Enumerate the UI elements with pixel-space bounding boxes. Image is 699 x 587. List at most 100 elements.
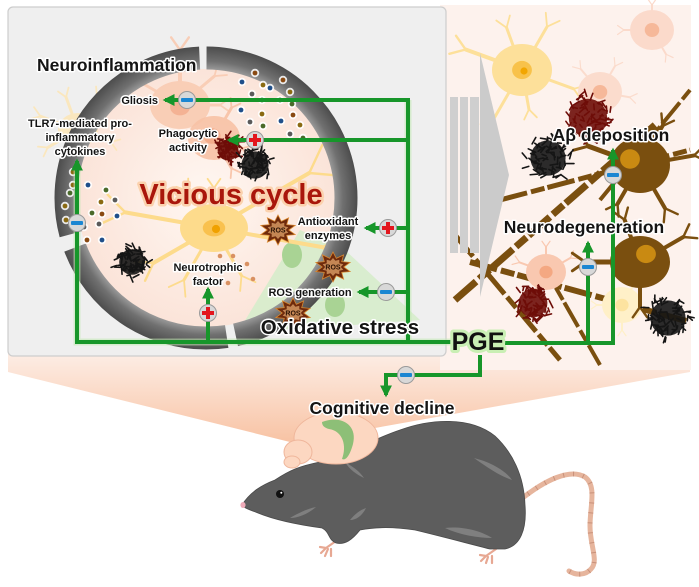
abeta-aggregate-black-fiber (267, 159, 271, 165)
abeta-aggregate-black-fiber (652, 312, 659, 319)
cell-body (610, 236, 670, 288)
abeta-aggregate-black-fiber (138, 266, 144, 274)
abeta-aggregate-red-fiber (235, 146, 240, 155)
abeta-aggregate-red-fiber (548, 299, 554, 309)
abeta-aggregate-black-fiber (261, 164, 268, 172)
abeta-aggregate-black-fiber (652, 299, 661, 305)
cell-nucleus (592, 85, 608, 99)
dendrite-branch (572, 66, 582, 70)
abeta-aggregate-red-fiber (594, 133, 599, 137)
abeta-aggregate-black-fiber (662, 317, 667, 326)
dendrite-branch (167, 279, 185, 288)
dendrite-branch (28, 115, 42, 121)
abeta-aggregate-red-fiber (583, 135, 589, 143)
cytokine-particle (260, 82, 266, 88)
abeta-aggregate-red-fiber (540, 312, 546, 317)
minus-badge-icon (68, 214, 86, 232)
astrocyte-nucleus (282, 242, 302, 268)
abeta-aggregate-red-fiber (605, 105, 608, 114)
abeta-aggregate-black-fiber (235, 151, 243, 159)
abeta-aggregate-red-fiber (592, 139, 598, 144)
ros-star-icon: ROS (259, 214, 297, 246)
dendrite-branch (528, 108, 538, 119)
dendrite-branch (590, 304, 598, 310)
abeta-aggregate-black-fiber (256, 169, 262, 173)
ros-label: ROS (270, 228, 286, 235)
dendrite-branch (213, 74, 228, 77)
abeta-aggregate-red-fiber (514, 298, 521, 304)
dendrite-branch (206, 177, 215, 189)
dendrite-branch (213, 177, 222, 189)
abeta-aggregate-black-fiber (521, 165, 530, 170)
dendrite-branch (109, 141, 118, 151)
effect-badges (68, 91, 622, 384)
dendrite-branch (541, 240, 547, 248)
cytokine-particle (259, 111, 265, 117)
abeta-aggregate-red-fiber (534, 288, 541, 292)
abeta-aggregate-black-fiber (559, 150, 563, 158)
cell-body (610, 137, 670, 193)
ros-star-inner (267, 221, 289, 239)
abeta-aggregate-black-fiber (682, 325, 685, 334)
cytokine-particle (297, 122, 303, 128)
abeta-aggregate-red-fiber (594, 123, 602, 126)
dendrite-branch (143, 261, 155, 282)
abeta-aggregate-red-fiber (591, 131, 598, 139)
dendrite-branch (660, 112, 664, 128)
cytokine-particle (278, 118, 284, 124)
dendrite-branch (631, 305, 642, 319)
abeta-aggregate-red-fiber (565, 120, 570, 126)
dendrite-branch (616, 24, 625, 31)
brown-dendrite (453, 233, 562, 362)
abeta-aggregate-black-fiber (682, 310, 692, 314)
abeta-aggregate-black-fiber (677, 313, 683, 316)
abeta-aggregate-black-fiber (254, 175, 258, 182)
cytokine-particle (63, 217, 69, 223)
phagocytic-label-line2: activity (169, 142, 208, 154)
abeta-aggregate-black-fiber (128, 267, 134, 273)
abeta-aggregate-black-fiber (126, 253, 136, 259)
abeta-aggregate-black-fiber (243, 170, 249, 175)
abeta-aggregate-black-fiber (532, 168, 541, 175)
abeta-aggregate-red-fiber (529, 307, 533, 313)
abeta-aggregate-red-fiber (525, 300, 533, 307)
abeta-aggregate-red-fiber (579, 123, 583, 128)
abeta-aggregate-black-fiber (131, 259, 139, 262)
abeta-aggregate-black-fiber (550, 152, 557, 158)
abeta-aggregate-red-fiber (590, 113, 593, 121)
abeta-aggregate-black (235, 141, 275, 182)
mouse-eye (276, 490, 284, 498)
dendrite-branch (614, 61, 624, 67)
neuroinflammation-heading: Neuroinflammation (37, 55, 196, 75)
abeta-aggregate-black-fiber (663, 320, 671, 328)
abeta-aggregate-red-fiber (530, 289, 538, 296)
minus-icon (607, 173, 619, 177)
dendrite-branch (545, 240, 551, 248)
abeta-aggregate-red-fiber (524, 286, 528, 293)
abeta-aggregate-red-fiber (578, 132, 587, 137)
abeta-aggregate-red-fiber (589, 92, 594, 101)
dendrite-branch (661, 119, 676, 128)
abeta-aggregate-red (565, 88, 614, 145)
abeta-aggregate-red-fiber (583, 138, 592, 145)
dendrite-branch (514, 255, 521, 264)
cytokine-particle (280, 77, 286, 83)
neurotrophic-particle (230, 253, 236, 259)
abeta-aggregate-black-fiber (568, 151, 573, 160)
dendrite-branch (651, 0, 657, 6)
abeta-aggregate-red-fiber (525, 315, 532, 321)
dendrite-branch (590, 300, 598, 306)
abeta-aggregate-black-fiber (248, 161, 251, 167)
pge-node: PGE (452, 328, 505, 356)
cytokine-particle (62, 203, 68, 209)
abeta-aggregate-black (110, 242, 154, 283)
dendrite-branch (628, 96, 637, 104)
abeta-aggregate-red-fiber (218, 150, 228, 155)
abeta-aggregate-red-core (568, 98, 608, 138)
abeta-aggregate-black-fiber (243, 150, 250, 156)
abeta-aggregate-red-fiber (521, 292, 526, 297)
cell-nucleus (615, 298, 629, 312)
dendrite-branch (230, 102, 242, 109)
neurotrophic-particle (217, 253, 223, 259)
abeta-aggregate-red-fiber (566, 128, 573, 136)
